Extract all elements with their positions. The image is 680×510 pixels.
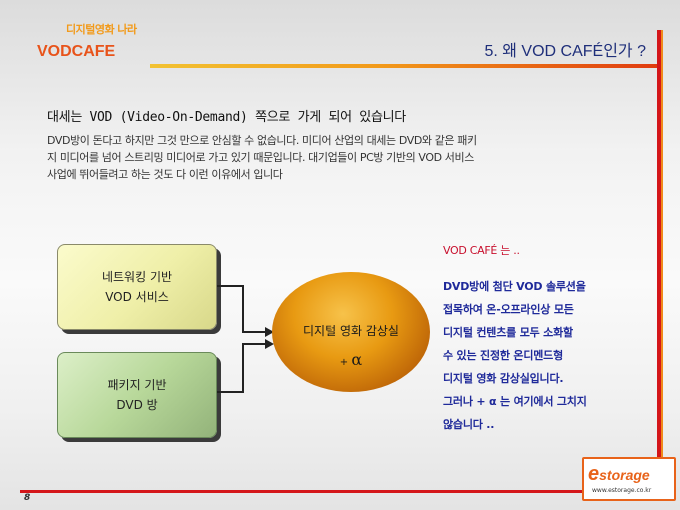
logo-wordmark: estorage <box>588 463 650 486</box>
connector-top-horizontal <box>217 285 243 287</box>
network-box-line1: 네트워킹 기반 <box>101 270 173 284</box>
right-border-line-accent <box>661 30 663 492</box>
package-box-line2: DVD 방 <box>116 398 158 412</box>
circle-title: 디지털 영화 감상실 <box>303 324 399 338</box>
page-number: 8 <box>24 493 31 503</box>
desc-line: 디지털 컨텐츠를 모두 소화할 <box>443 326 573 339</box>
arrow-top-head-icon <box>265 327 274 337</box>
digital-cinema-circle: 디지털 영화 감상실 + α <box>272 272 430 392</box>
package-box-line1: 패키지 기반 <box>107 378 167 392</box>
connector-bottom-horizontal <box>217 391 243 393</box>
logo-url: www.estorage.co.kr <box>592 487 652 494</box>
logo-word: storage <box>599 467 650 483</box>
alpha-symbol: α <box>351 350 363 369</box>
brand-subtitle: 디지털영화 나라 <box>66 23 137 36</box>
connector-bottom-vertical <box>242 343 244 393</box>
header-divider <box>150 64 662 68</box>
network-box-line2: VOD 서비스 <box>105 290 169 304</box>
intro-paragraph: DVD방이 돈다고 하지만 그것 만으로 안심할 수 없습니다. 미디어 산업의… <box>47 134 477 181</box>
arrow-top-shaft <box>242 331 266 333</box>
package-dvd-box: 패키지 기반 DVD 방 <box>57 352 217 438</box>
vod-cafe-description: DVD방에 첨단 VOD 솔루션을 접목하여 온-오프라인상 모든 디지털 컨텐… <box>443 275 653 436</box>
vod-cafe-label: VOD CAFÉ 는 .. <box>443 244 520 257</box>
arrow-bottom-head-icon <box>265 339 274 349</box>
right-border-line <box>657 30 661 492</box>
desc-line: 디지털 영화 감상실입니다. <box>443 372 564 385</box>
arrow-bottom-shaft <box>242 343 266 345</box>
desc-line: 않습니다 .. <box>443 418 495 431</box>
desc-line: 수 있는 진정한 온디멘드형 <box>443 349 564 362</box>
connector-top-vertical <box>242 285 244 333</box>
plus-sign: + <box>339 357 349 368</box>
desc-line: DVD방에 첨단 VOD 솔루션을 <box>443 280 586 293</box>
estorage-logo: estorage www.estorage.co.kr <box>582 457 676 501</box>
desc-line: 그러나 + α 는 여기에서 그치지 <box>443 395 587 408</box>
footer-divider <box>20 490 663 493</box>
network-vod-box: 네트워킹 기반 VOD 서비스 <box>57 244 217 330</box>
circle-plus-alpha: + α <box>272 350 430 369</box>
slide-title: 5. 왜 VOD CAFÉ인가 ? <box>484 43 646 60</box>
desc-line: 접목하여 온-오프라인상 모든 <box>443 303 574 316</box>
section-heading: 대세는 VOD (Video-On-Demand) 쪽으로 가게 되어 있습니다 <box>47 110 406 125</box>
logo-e: e <box>588 463 600 485</box>
brand-logo-text: VODCAFE <box>37 43 116 60</box>
